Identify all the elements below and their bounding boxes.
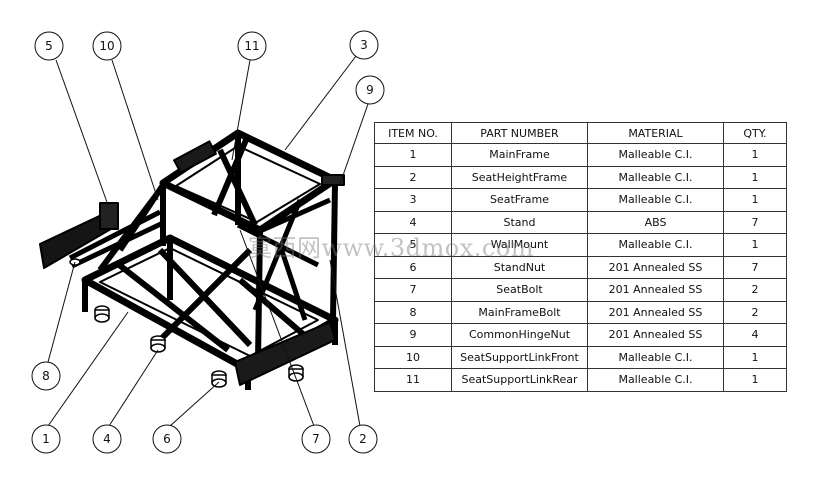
balloon-9: 9 — [355, 75, 385, 105]
bom-row: 5 WallMount Malleable C.I. 1 — [374, 233, 787, 257]
balloon-1-label: 1 — [42, 432, 50, 446]
balloon-7: 7 — [301, 424, 331, 454]
bom-cell-item: 2 — [374, 165, 452, 189]
bom-cell-qty: 1 — [723, 143, 787, 167]
bom-cell-material: Malleable C.I. — [587, 233, 724, 257]
bom-cell-material: 201 Annealed SS — [587, 300, 724, 324]
balloon-1: 1 — [31, 424, 61, 454]
bom-cell-qty: 2 — [723, 300, 787, 324]
bom-cell-item: 10 — [374, 345, 452, 369]
bom-cell-item: 7 — [374, 278, 452, 302]
bom-row: 8 MainFrameBolt 201 Annealed SS 2 — [374, 300, 787, 324]
bom-cell-qty: 1 — [723, 165, 787, 189]
balloon-6: 6 — [152, 424, 182, 454]
bom-row: 2 SeatHeightFrame Malleable C.I. 1 — [374, 165, 787, 189]
bom-cell-part: MainFrameBolt — [451, 300, 588, 324]
bom-header-row: ITEM NO. PART NUMBER MATERIAL QTY. — [374, 122, 787, 144]
balloon-4-label: 4 — [103, 432, 111, 446]
bom-row: 9 CommonHingeNut 201 Annealed SS 4 — [374, 323, 787, 347]
bom-cell-part: WallMount — [451, 233, 588, 257]
bom-cell-item: 4 — [374, 210, 452, 234]
balloon-5-label: 5 — [45, 39, 53, 53]
bom-cell-qty: 1 — [723, 345, 787, 369]
balloon-8-label: 8 — [42, 369, 50, 383]
wall-mount-bracket — [99, 202, 119, 230]
leader-lines — [47, 55, 369, 427]
bom-cell-part: SeatHeightFrame — [451, 165, 588, 189]
bom-cell-material: Malleable C.I. — [587, 345, 724, 369]
balloon-2: 2 — [348, 424, 378, 454]
bom-cell-part: SeatFrame — [451, 188, 588, 212]
bom-cell-material: Malleable C.I. — [587, 143, 724, 167]
bom-row: 3 SeatFrame Malleable C.I. 1 — [374, 188, 787, 212]
watermark-text: 寞西网www.3dmox.com — [248, 234, 535, 262]
frame-assembly — [39, 129, 345, 390]
bom-header-part: PART NUMBER — [451, 122, 588, 144]
bom-cell-qty: 4 — [723, 323, 787, 347]
bom-cell-material: ABS — [587, 210, 724, 234]
bom-row: 4 Stand ABS 7 — [374, 210, 787, 234]
balloon-2-label: 2 — [359, 432, 367, 446]
bom-row: 10 SeatSupportLinkFront Malleable C.I. 1 — [374, 345, 787, 369]
balloon-10: 10 — [92, 31, 122, 61]
balloon-11-label: 11 — [244, 39, 259, 53]
bom-cell-material: Malleable C.I. — [587, 188, 724, 212]
bom-cell-item: 3 — [374, 188, 452, 212]
bom-header-item: ITEM NO. — [374, 122, 452, 144]
bom-cell-material: Malleable C.I. — [587, 368, 724, 392]
balloon-10-label: 10 — [99, 39, 114, 53]
balloon-3: 3 — [349, 30, 379, 60]
bom-cell-material: 201 Annealed SS — [587, 255, 724, 279]
bom-cell-qty: 7 — [723, 210, 787, 234]
bom-cell-part: SeatSupportLinkRear — [451, 368, 588, 392]
bom-cell-material: 201 Annealed SS — [587, 323, 724, 347]
bom-cell-material: Malleable C.I. — [587, 165, 724, 189]
bom-cell-part: MainFrame — [451, 143, 588, 167]
balloon-11: 11 — [237, 31, 267, 61]
bom-cell-qty: 1 — [723, 233, 787, 257]
bom-cell-part: SeatBolt — [451, 278, 588, 302]
bom-cell-material: 201 Annealed SS — [587, 278, 724, 302]
bom-cell-part: StandNut — [451, 255, 588, 279]
bom-header-material: MATERIAL — [587, 122, 724, 144]
bom-header-qty: QTY. — [723, 122, 787, 144]
bom-row: 1 MainFrame Malleable C.I. 1 — [374, 143, 787, 167]
bom-row: 7 SeatBolt 201 Annealed SS 2 — [374, 278, 787, 302]
bom-cell-item: 11 — [374, 368, 452, 392]
bom-cell-qty: 1 — [723, 188, 787, 212]
bom-row: 6 StandNut 201 Annealed SS 7 — [374, 255, 787, 279]
bom-cell-qty: 1 — [723, 368, 787, 392]
balloon-9-label: 9 — [366, 83, 374, 97]
bom-cell-part: SeatSupportLinkFront — [451, 345, 588, 369]
balloon-7-label: 7 — [312, 432, 320, 446]
bom-cell-item: 8 — [374, 300, 452, 324]
balloon-6-label: 6 — [163, 432, 171, 446]
bom-cell-part: Stand — [451, 210, 588, 234]
balloon-5: 5 — [34, 31, 64, 61]
balloon-4: 4 — [92, 424, 122, 454]
bom-cell-qty: 2 — [723, 278, 787, 302]
bom-cell-item: 1 — [374, 143, 452, 167]
bill-of-materials-table: ITEM NO. PART NUMBER MATERIAL QTY. 1 Mai… — [374, 122, 787, 392]
bom-cell-qty: 7 — [723, 255, 787, 279]
bom-row: 11 SeatSupportLinkRear Malleable C.I. 1 — [374, 368, 787, 392]
balloon-8: 8 — [31, 361, 61, 391]
balloon-3-label: 3 — [360, 38, 368, 52]
bom-cell-part: CommonHingeNut — [451, 323, 588, 347]
bom-cell-item: 9 — [374, 323, 452, 347]
